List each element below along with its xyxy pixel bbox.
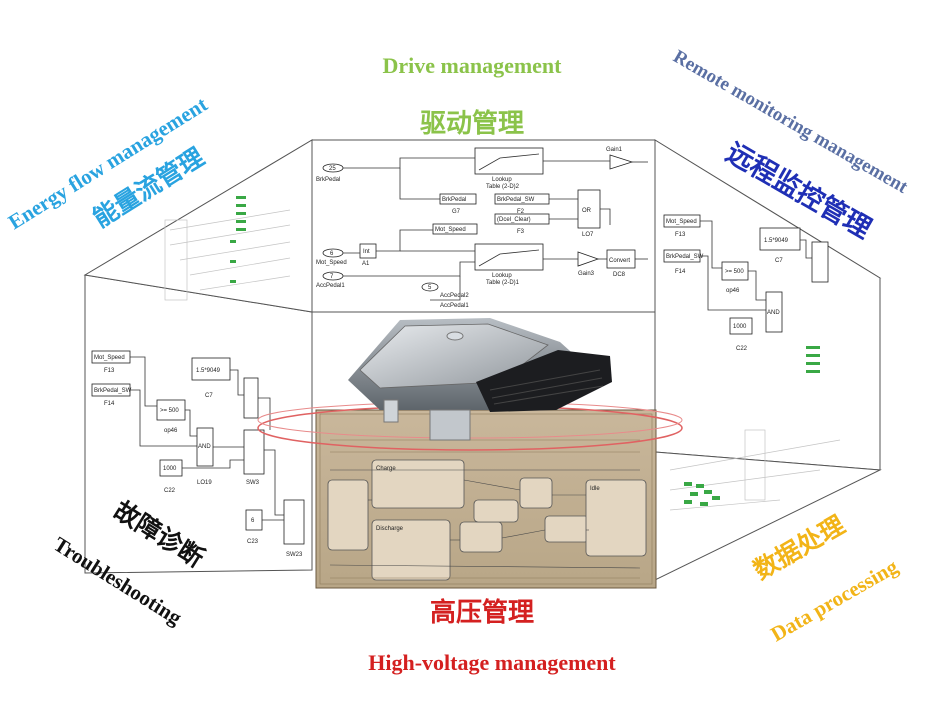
in-7: 7	[330, 274, 334, 280]
right-brkpedal-sw: BrkPedal_SW	[666, 254, 704, 260]
gain3-label: Gain3	[578, 271, 595, 277]
lookup1-label: Lookup	[492, 273, 512, 279]
in-5: 5	[428, 285, 432, 291]
right-c7: C7	[775, 258, 783, 264]
hv-label-zh: 高压管理	[430, 597, 534, 628]
or-block: OR	[582, 208, 592, 214]
left-c23: C23	[247, 539, 259, 545]
left-f13: F13	[104, 368, 115, 374]
right-f14: F14	[675, 269, 686, 275]
brkpedal-sw-label: BrkPedal_SW	[497, 197, 535, 203]
int-block: Int	[363, 249, 370, 255]
a1-label: A1	[362, 261, 370, 267]
accpedal2-label: AccPedal2	[440, 293, 469, 299]
f2-label: F2	[517, 209, 525, 215]
hv-panel: Charge Discharge Idle	[315, 409, 657, 589]
left-c1000: 1000	[163, 466, 177, 472]
hv-discharge: Discharge	[376, 526, 404, 532]
right-and: AND	[767, 310, 780, 316]
brkpedal-label: BrkPedal	[316, 177, 340, 183]
left-op46: op46	[164, 428, 178, 434]
left-sw23: SW23	[286, 552, 303, 558]
g7-label: G7	[452, 209, 461, 215]
ecu-device	[348, 318, 612, 441]
f3-label: F3	[517, 229, 525, 235]
lookup2-label: Lookup	[492, 177, 512, 183]
dcel-clear-label: (Dcel_Clear)	[497, 217, 531, 223]
dc8-label: DC8	[613, 272, 626, 278]
gain1-label: Gain1	[606, 147, 623, 153]
left-motspeed: Mot_Speed	[94, 355, 125, 361]
left-panel: Mot_Speed F13 BrkPedal_SW F14 >= 500 op4…	[84, 229, 313, 574]
right-c7-value: 1.5*9049	[764, 238, 789, 244]
left-sw3: SW3	[246, 480, 260, 486]
hv-charge: Charge	[376, 466, 396, 472]
left-c7: C7	[205, 393, 213, 399]
lo7-label: LO7	[582, 232, 594, 238]
left-c22: C22	[164, 488, 176, 494]
right-gt500: >= 500	[725, 269, 744, 275]
left-gt500: >= 500	[160, 408, 179, 414]
drive-panel: 25 BrkPedal 6 Mot_Speed 7 AccPedal1 Int …	[311, 139, 656, 313]
left-lo19: LO19	[197, 480, 212, 486]
left-f14: F14	[104, 401, 115, 407]
left-c7-value: 1.5*9049	[196, 368, 221, 374]
left-and: AND	[198, 444, 211, 450]
left-c6: 6	[251, 518, 255, 524]
right-op46: op46	[726, 288, 740, 294]
right-motspeed: Mot_Speed	[666, 219, 697, 225]
motspeed-goto: Mot_Speed	[435, 227, 466, 233]
right-c1000: 1000	[733, 324, 747, 330]
accpedal-label: AccPedal1	[316, 283, 345, 289]
convert-block: Convert	[609, 258, 630, 264]
right-c22: C22	[736, 346, 748, 352]
right-f13: F13	[675, 232, 686, 238]
lookup2-sub: Table (2-D)2	[486, 184, 520, 190]
motspeed-label: Mot_Speed	[316, 260, 347, 266]
left-brkpedal-sw: BrkPedal_SW	[94, 388, 132, 394]
in-25: 25	[329, 166, 336, 172]
accpedal1-goto: AccPedal1	[440, 303, 469, 309]
data-panel	[654, 429, 882, 581]
drive-label-zh: 驱动管理	[420, 109, 524, 139]
hv-idle: Idle	[590, 486, 600, 492]
lookup1-sub: Table (2-D)1	[486, 280, 520, 286]
in-6: 6	[330, 251, 334, 257]
drive-label-en: Drive management	[382, 53, 562, 78]
hv-label-en: High-voltage management	[368, 650, 616, 675]
energy-panel	[83, 139, 313, 313]
brkpedal-goto: BrkPedal	[442, 197, 466, 203]
